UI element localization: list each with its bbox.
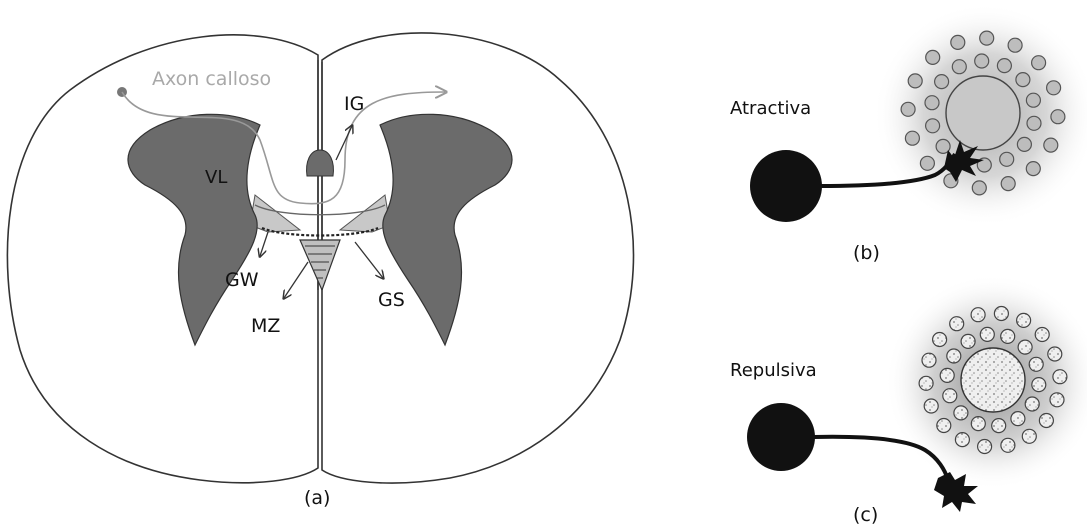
molecule-dot: [1016, 73, 1030, 87]
molecule-dot: [922, 353, 936, 367]
target-b: [946, 76, 1020, 150]
molecule-dot: [937, 419, 951, 433]
molecule-dot: [1047, 81, 1061, 95]
molecule-dot: [950, 317, 964, 331]
vl-label: VL: [205, 167, 227, 188]
axon-label: Axon calloso: [152, 68, 271, 90]
molecule-dot: [972, 181, 986, 195]
molecule-dot: [1029, 357, 1043, 371]
molecule-dot: [1039, 414, 1053, 428]
panel-c-caption: (c): [853, 504, 878, 526]
neuron-soma-b: [750, 150, 822, 222]
gw-label: GW: [225, 269, 259, 291]
left-hemisphere: [7, 35, 318, 483]
molecule-dot: [1001, 177, 1015, 191]
molecule-dot: [1035, 328, 1049, 342]
molecule-dot: [919, 376, 933, 390]
molecule-dot: [1017, 137, 1031, 151]
repulsiva-label: Repulsiva: [730, 360, 817, 381]
molecule-dot: [1044, 138, 1058, 152]
molecule-dot: [978, 440, 992, 454]
molecule-dot: [1017, 313, 1031, 327]
molecule-dot: [1018, 340, 1032, 354]
molecule-dot: [961, 334, 975, 348]
molecule-dot: [1008, 38, 1022, 52]
molecule-dot: [940, 368, 954, 382]
molecule-dot: [1001, 438, 1015, 452]
molecule-dot: [925, 96, 939, 110]
panel-a: Axon calloso IG VL GW MZ GS (a): [7, 33, 633, 509]
molecule-dot: [971, 417, 985, 431]
molecule-dot: [920, 156, 934, 170]
molecule-dot: [994, 307, 1008, 321]
panel-a-caption: (a): [304, 487, 330, 509]
molecule-dot: [926, 50, 940, 64]
right-hemisphere: [322, 33, 634, 483]
mz-label: MZ: [251, 315, 280, 337]
molecule-dot: [1000, 152, 1014, 166]
molecule-dot: [971, 308, 985, 322]
molecule-dot: [924, 399, 938, 413]
molecule-dot: [1026, 162, 1040, 176]
molecule-dot: [1001, 329, 1015, 343]
molecule-dot: [947, 349, 961, 363]
molecule-dot: [1025, 397, 1039, 411]
molecule-dot: [1027, 116, 1041, 130]
molecule-dot: [1022, 429, 1036, 443]
molecule-dot: [926, 119, 940, 133]
ig-label: IG: [344, 93, 364, 115]
panel-c: Repulsiva (c): [730, 274, 1087, 526]
molecule-dot: [935, 75, 949, 89]
molecule-dot: [905, 131, 919, 145]
molecule-dot: [933, 333, 947, 347]
target-c: [961, 348, 1025, 412]
molecule-dot: [1011, 412, 1025, 426]
molecule-dot: [997, 59, 1011, 73]
molecule-dot: [1032, 56, 1046, 70]
molecule-dot: [955, 433, 969, 447]
panel-b: Atractiva (b): [730, 3, 1087, 264]
molecule-dot: [1050, 393, 1064, 407]
molecule-dot: [954, 406, 968, 420]
molecule-dot: [908, 74, 922, 88]
molecule-dot: [1026, 93, 1040, 107]
molecule-dot: [975, 54, 989, 68]
molecule-dot: [1048, 347, 1062, 361]
neuron-soma-c: [747, 403, 815, 471]
gs-label: GS: [378, 289, 405, 311]
molecule-dot: [1053, 370, 1067, 384]
molecule-dot: [901, 102, 915, 116]
molecule-dot: [951, 35, 965, 49]
molecule-dot: [992, 419, 1006, 433]
molecule-dot: [980, 31, 994, 45]
molecule-dot: [1032, 378, 1046, 392]
molecule-dot: [952, 60, 966, 74]
molecule-dot: [943, 389, 957, 403]
panel-b-caption: (b): [853, 242, 880, 264]
molecule-dot: [980, 327, 994, 341]
molecule-dot: [1051, 110, 1065, 124]
atractiva-label: Atractiva: [730, 98, 811, 119]
